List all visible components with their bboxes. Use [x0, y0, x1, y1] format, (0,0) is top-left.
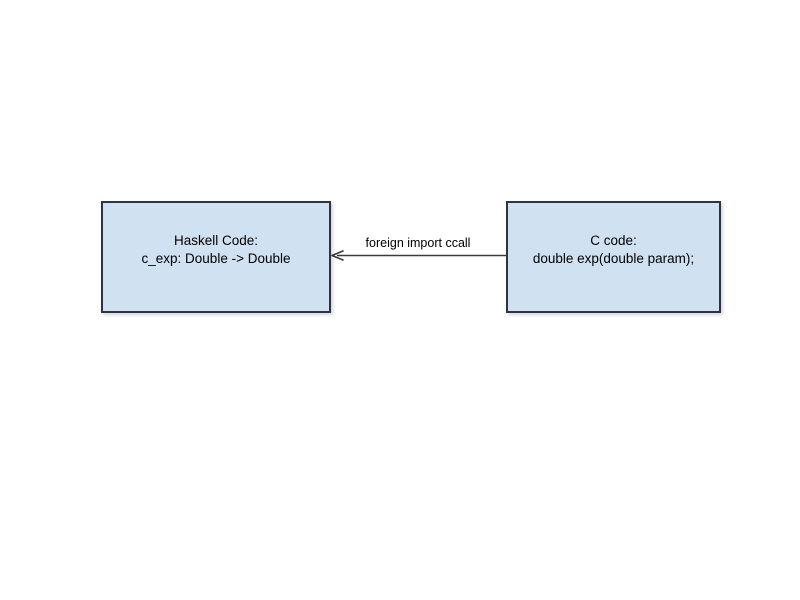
- edge-ffi[interactable]: [331, 250, 506, 261]
- edge-ffi-label: foreign import ccall: [365, 236, 471, 250]
- node-haskell-title: Haskell Code:: [173, 233, 259, 248]
- node-c-code[interactable]: C code: double exp(double param);: [506, 201, 721, 313]
- node-c-title: C code:: [590, 233, 637, 248]
- edge-ffi-arrowhead: [331, 250, 344, 261]
- node-haskell-code[interactable]: Haskell Code: c_exp: Double -> Double: [101, 201, 331, 313]
- node-haskell-detail: c_exp: Double -> Double: [141, 251, 291, 266]
- node-c-detail: double exp(double param);: [532, 251, 695, 266]
